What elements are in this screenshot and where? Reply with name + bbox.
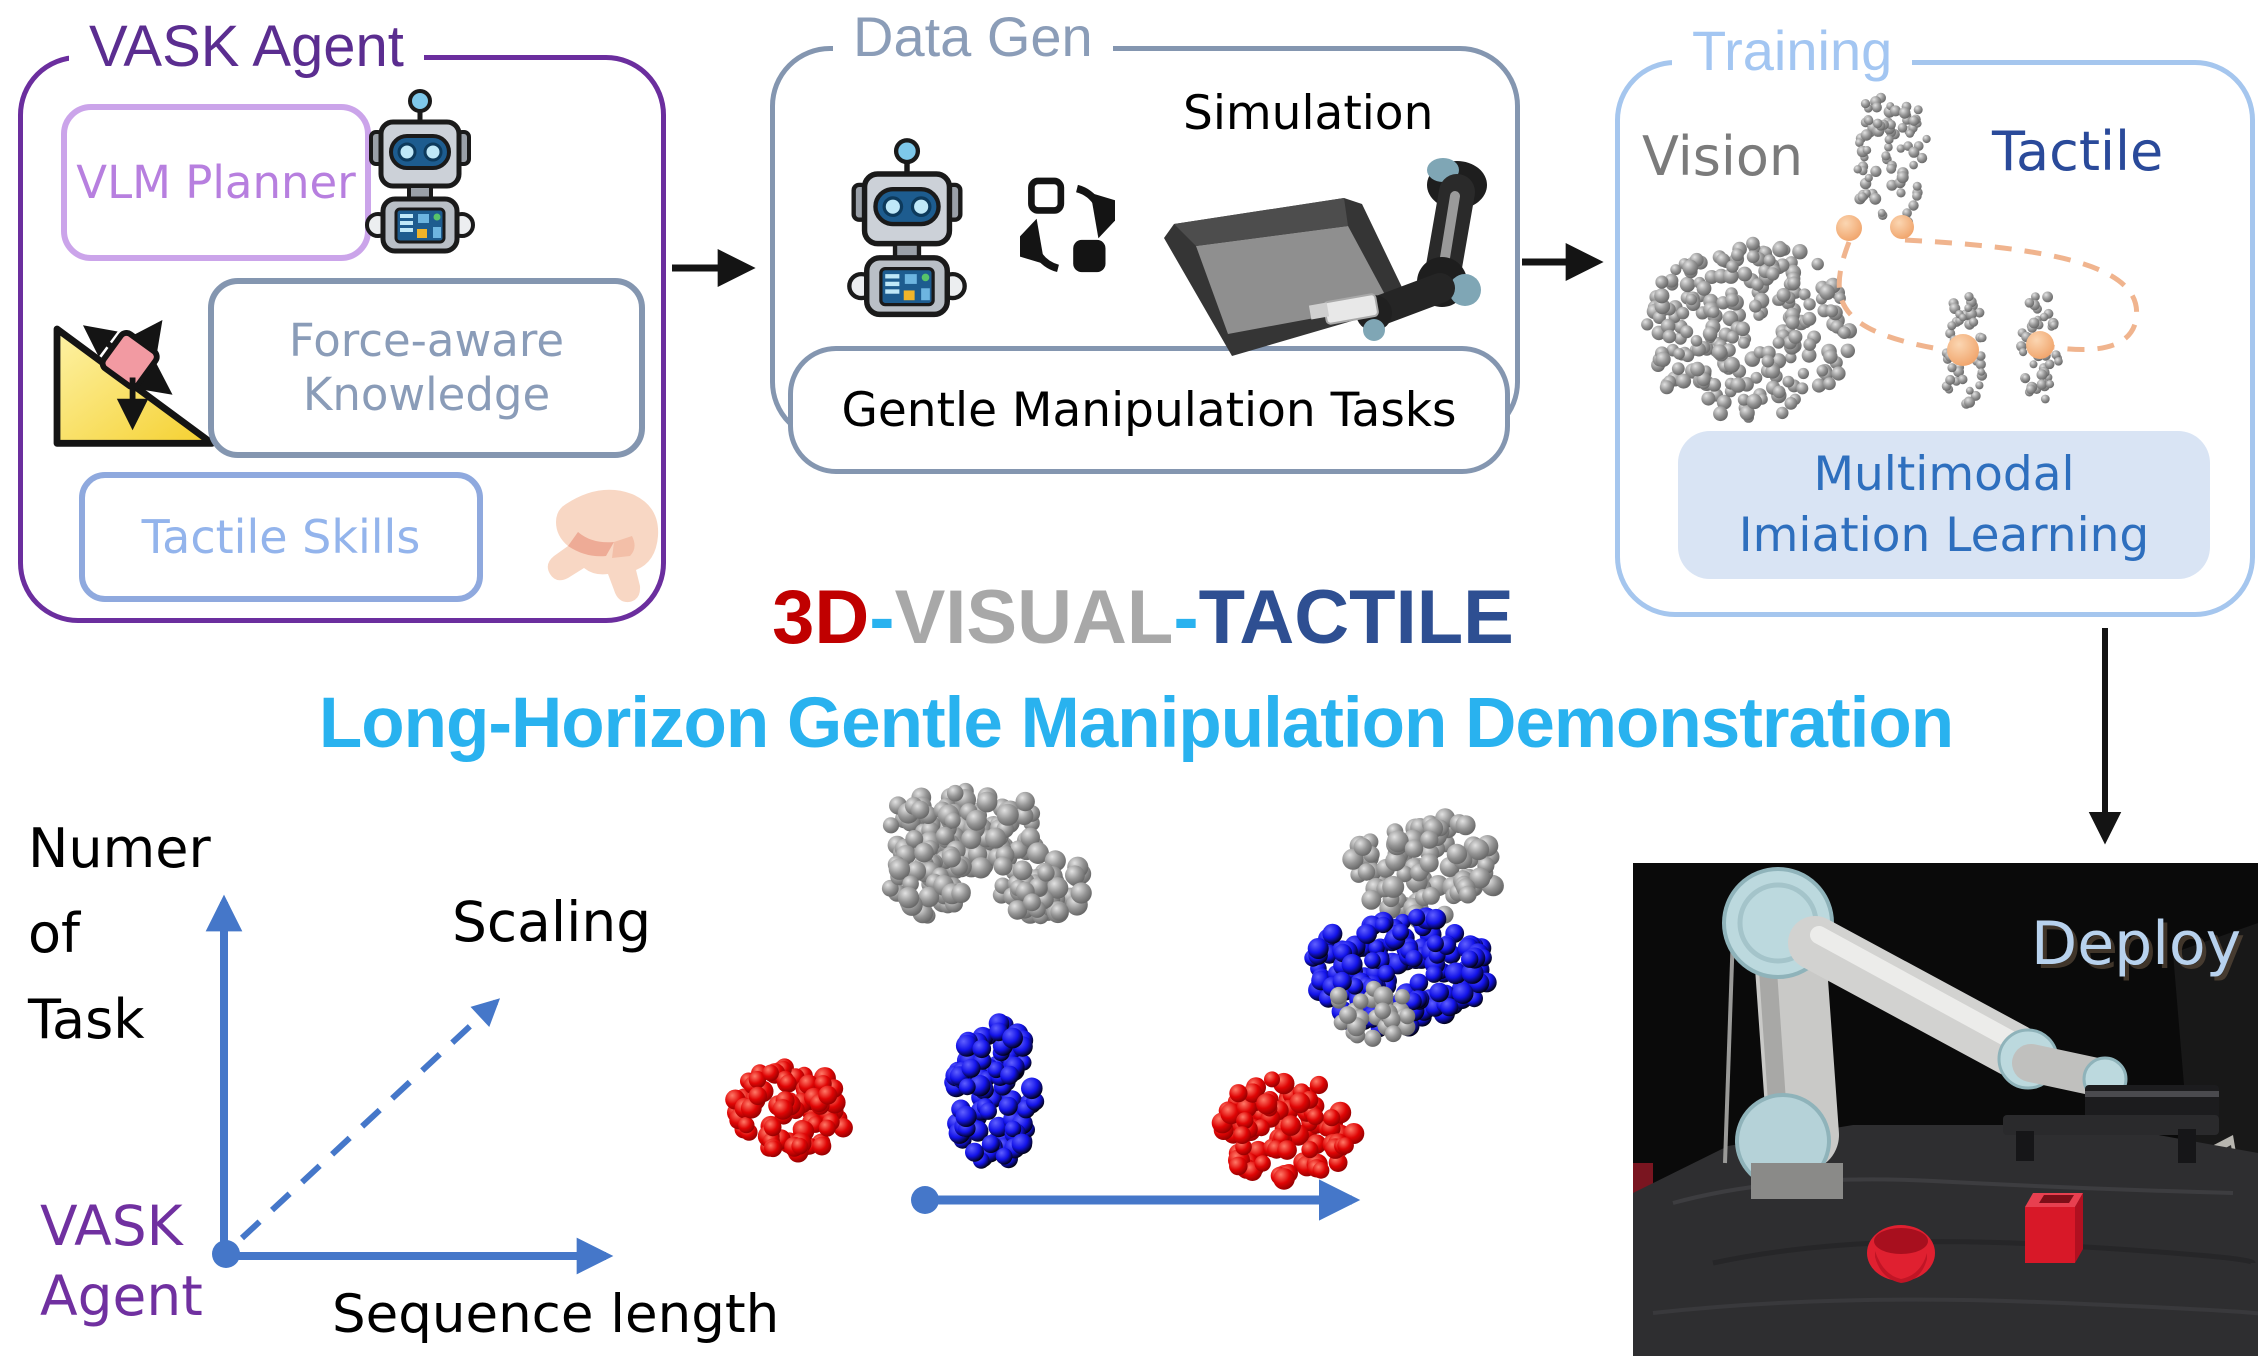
deploy-photo: Deploy — [1633, 863, 2258, 1356]
multimodal-line2: Imiation Learning — [1738, 508, 2150, 563]
vision-label: Vision — [1642, 125, 1804, 188]
title-separator: - — [869, 575, 895, 660]
cycle-sim2real-icon — [1020, 173, 1115, 283]
chart-origin-dot — [212, 1240, 240, 1268]
origin-line2: Agent — [40, 1263, 203, 1328]
point-cloud-red-bowl — [725, 1058, 853, 1163]
chart-x-axis-label: Sequence length — [332, 1284, 780, 1345]
point-cloud-red-bowl-2 — [1211, 1071, 1365, 1190]
force-aware-knowledge-box: Force-aware Knowledge — [208, 278, 645, 458]
y-label-line3: Task — [28, 987, 145, 1051]
incline-force-icon — [45, 298, 225, 453]
tactile-skills-label: Tactile Skills — [141, 510, 421, 564]
simulation-render — [1112, 140, 1507, 375]
title-part-tactile: TACTILE — [1198, 575, 1514, 660]
robot-mascot-icon — [365, 88, 475, 258]
scaling-annotation: Scaling — [452, 890, 652, 954]
y-label-line2: of — [28, 902, 81, 966]
chart-y-axis-label: Numer of Task — [28, 806, 211, 1062]
data-gen-box-title: Data Gen — [833, 9, 1113, 65]
vask-agent-box: VASK Agent VLM Planner Force-aware Knowl… — [18, 18, 666, 623]
chart-origin-label: VASK Agent — [40, 1192, 203, 1332]
point-cloud-stacked-blue — [1304, 907, 1497, 1038]
training-box: Training Vision Tactile Multimodal Imiat… — [1615, 23, 2255, 617]
title-part-visual: VISUAL — [894, 575, 1174, 660]
title-separator: - — [1173, 575, 1199, 660]
point-cloud-blue-cylinder — [944, 1013, 1045, 1169]
gentle-tasks-label: Gentle Manipulation Tasks — [841, 382, 1457, 438]
training-box-title: Training — [1672, 23, 1913, 79]
vlm-planner-label: VLM Planner — [76, 156, 356, 209]
force-aware-line1: Force-aware — [288, 314, 565, 367]
scaling-dashed-arrow — [239, 998, 501, 1241]
point-cloud-stacked-gray — [1342, 808, 1504, 930]
point-cloud-gray-object — [881, 782, 1092, 925]
robot-mascot-icon — [847, 137, 967, 322]
main-title-3d-visual-tactile: 3D-VISUAL-TACTILE — [0, 580, 2258, 656]
progression-arrow-dot — [911, 1186, 939, 1214]
deploy-label: Deploy — [2031, 909, 2242, 979]
force-aware-line2: Knowledge — [302, 368, 551, 421]
origin-line1: VASK — [40, 1194, 183, 1258]
tactile-skills-box: Tactile Skills — [79, 472, 483, 602]
title-part-3d: 3D — [772, 575, 870, 660]
multimodal-imitation-learning-box: Multimodal Imiation Learning — [1678, 431, 2210, 579]
simulation-label: Simulation — [1183, 86, 1434, 141]
multimodal-line1: Multimodal — [1813, 446, 2075, 502]
point-cloud-stacked-gray-bottom — [1329, 980, 1416, 1047]
y-label-line1: Numer — [28, 817, 211, 880]
vask-agent-box-title: VASK Agent — [69, 18, 424, 76]
vlm-planner-box: VLM Planner — [61, 104, 371, 261]
subtitle-long-horizon: Long-Horizon Gentle Manipulation Demonst… — [318, 684, 1954, 763]
tactile-label: Tactile — [1992, 120, 2164, 183]
gentle-manipulation-tasks-box: Gentle Manipulation Tasks — [788, 346, 1510, 474]
